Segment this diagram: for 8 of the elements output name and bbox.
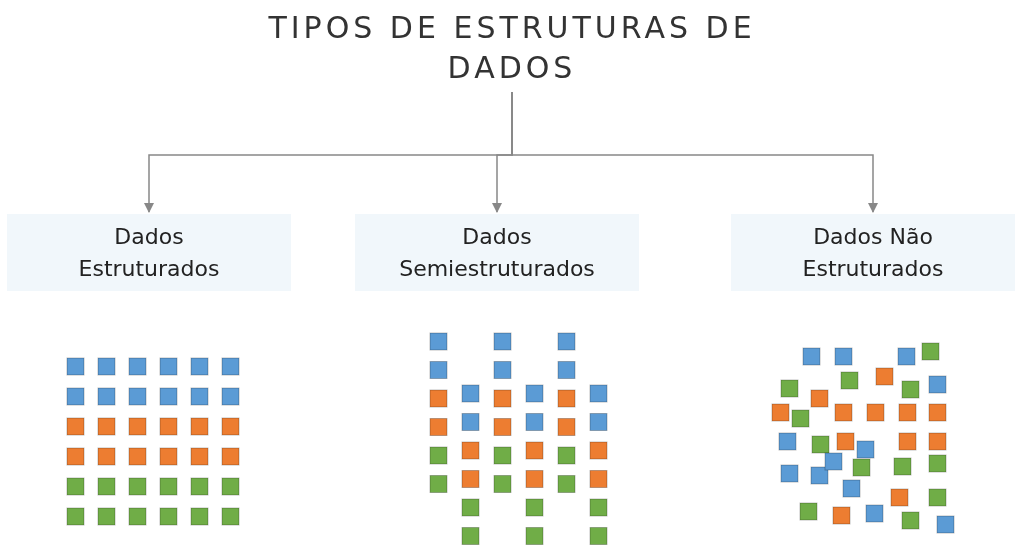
squares-drawing — [771, 342, 955, 534]
category-box: Dados Semiestruturados — [355, 214, 639, 291]
squares-drawing — [429, 332, 608, 546]
category-box: Dados Estruturados — [7, 214, 291, 291]
category-box: Dados Não Estruturados — [731, 214, 1015, 291]
title-text: TIPOS DE ESTRUTURAS DE DADOS — [192, 4, 832, 92]
squares-drawing — [66, 357, 240, 526]
arrow — [511, 91, 879, 214]
